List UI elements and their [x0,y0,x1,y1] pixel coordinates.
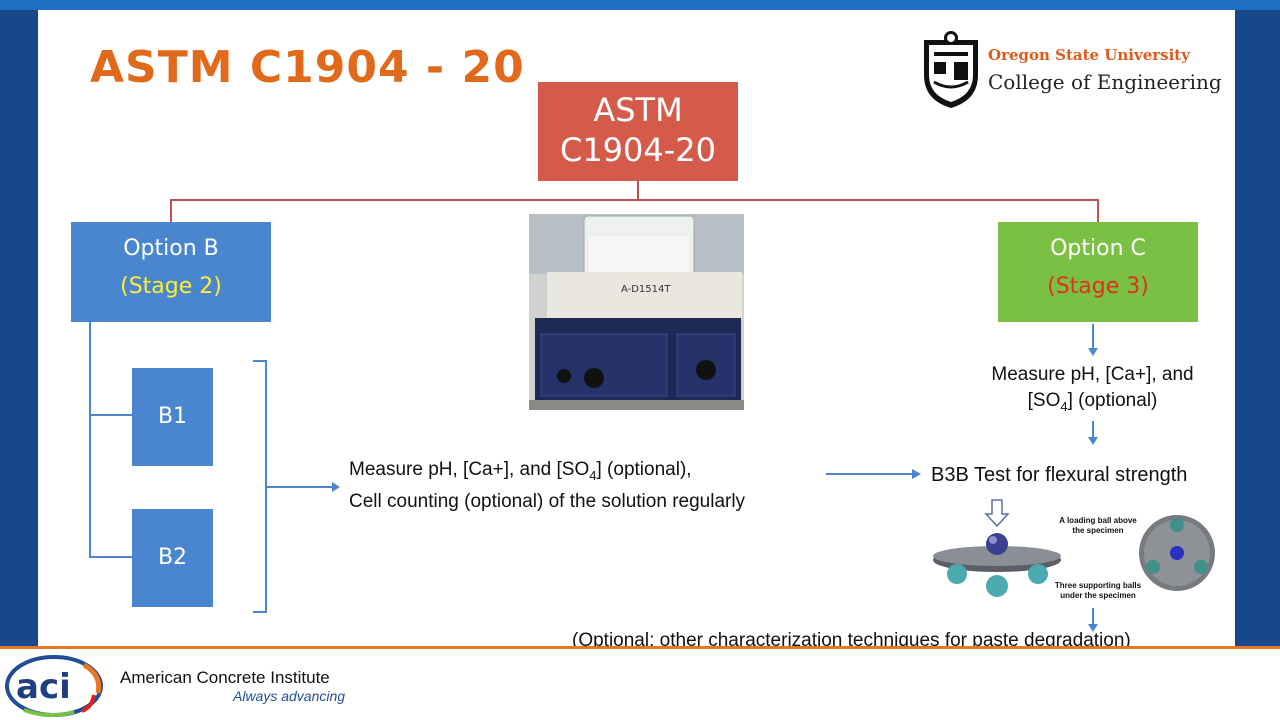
loading-ball-label: A loading ball above the specimen [1059,516,1137,535]
right-frame [1235,10,1280,646]
osu-university-name: Oregon State University [988,46,1190,64]
measure-c-line2-pre: [SO [1027,390,1061,411]
footer-accent-line [0,646,1280,649]
aci-logo-icon: aci [5,655,103,717]
aci-logo-text: aci [16,667,71,707]
option-b-tree-vertical [89,322,91,557]
measure-c-line1: Measure pH, [Ca+], and [991,364,1194,385]
b1-box: B1 [132,368,213,466]
orbital-shaker-photo: A-D1514T [529,214,744,410]
measure-b-line2: Cell counting (optional) of the solution… [349,490,746,512]
b2-connector [89,556,132,558]
measure-text-option-b: Measure pH, [Ca+], and [SO4] (optional),… [349,457,849,515]
footer-bar: aci American Concrete Institute Always a… [0,646,1280,720]
arrow-to-b3b [826,469,921,479]
measure-c-line2-post: ] (optional) [1067,390,1158,411]
top-accent-bar [0,0,1280,10]
slide-title: ASTM C1904 - 20 [90,42,525,93]
bracket-arrow [253,360,340,613]
arrow-c-down-1 [1088,324,1098,356]
aci-org-name: American Concrete Institute [120,668,330,687]
root-connector-vertical [637,181,639,200]
measure-b-line1-post: ] (optional), [596,459,692,480]
option-c-title: Option C [1050,236,1146,261]
connector-to-option-c [1097,199,1099,222]
option-b-box: Option B (Stage 2) [71,222,271,322]
b1-connector [89,414,132,416]
optional-characterization-text: (Optional: other characterization techni… [572,630,1131,646]
root-connector-horizontal [170,199,1099,201]
connector-to-option-b [170,199,172,222]
osu-college-name: College of Engineering [988,70,1222,94]
aci-tagline: Always advancing [233,688,346,704]
measure-c-subscript: 4 [1060,398,1068,414]
measure-b-subscript: 4 [589,467,597,483]
option-b-title: Option B [123,236,219,261]
beaver-seal-icon [924,31,978,108]
measure-b-line1-pre: Measure pH, [Ca+], and [SO [349,459,590,480]
option-c-stage: (Stage 3) [1047,274,1149,299]
osu-logo: Oregon State University College of Engin… [920,30,1222,110]
b3b-diagram [933,499,1215,597]
root-line-2: C1904-20 [559,131,717,169]
b2-box: B2 [132,509,213,607]
b3b-test-label: B3B Test for flexural strength [931,464,1188,486]
photo-container-label: A-D1514T [621,284,671,295]
root-line-1: ASTM [593,91,683,129]
root-standard-box: ASTM C1904-20 [538,82,738,181]
slide-content: ASTM C1904 - 20 Oregon State University … [38,10,1235,646]
arrow-c-down-3 [1088,608,1098,632]
left-frame [0,10,38,646]
arrow-c-down-2 [1088,421,1098,445]
measure-text-option-c: Measure pH, [Ca+], and [SO4] (optional) [960,362,1225,420]
option-c-box: Option C (Stage 3) [998,222,1198,322]
supporting-balls-label: Three supporting balls under the specime… [1054,581,1142,600]
option-b-stage: (Stage 2) [120,274,222,299]
